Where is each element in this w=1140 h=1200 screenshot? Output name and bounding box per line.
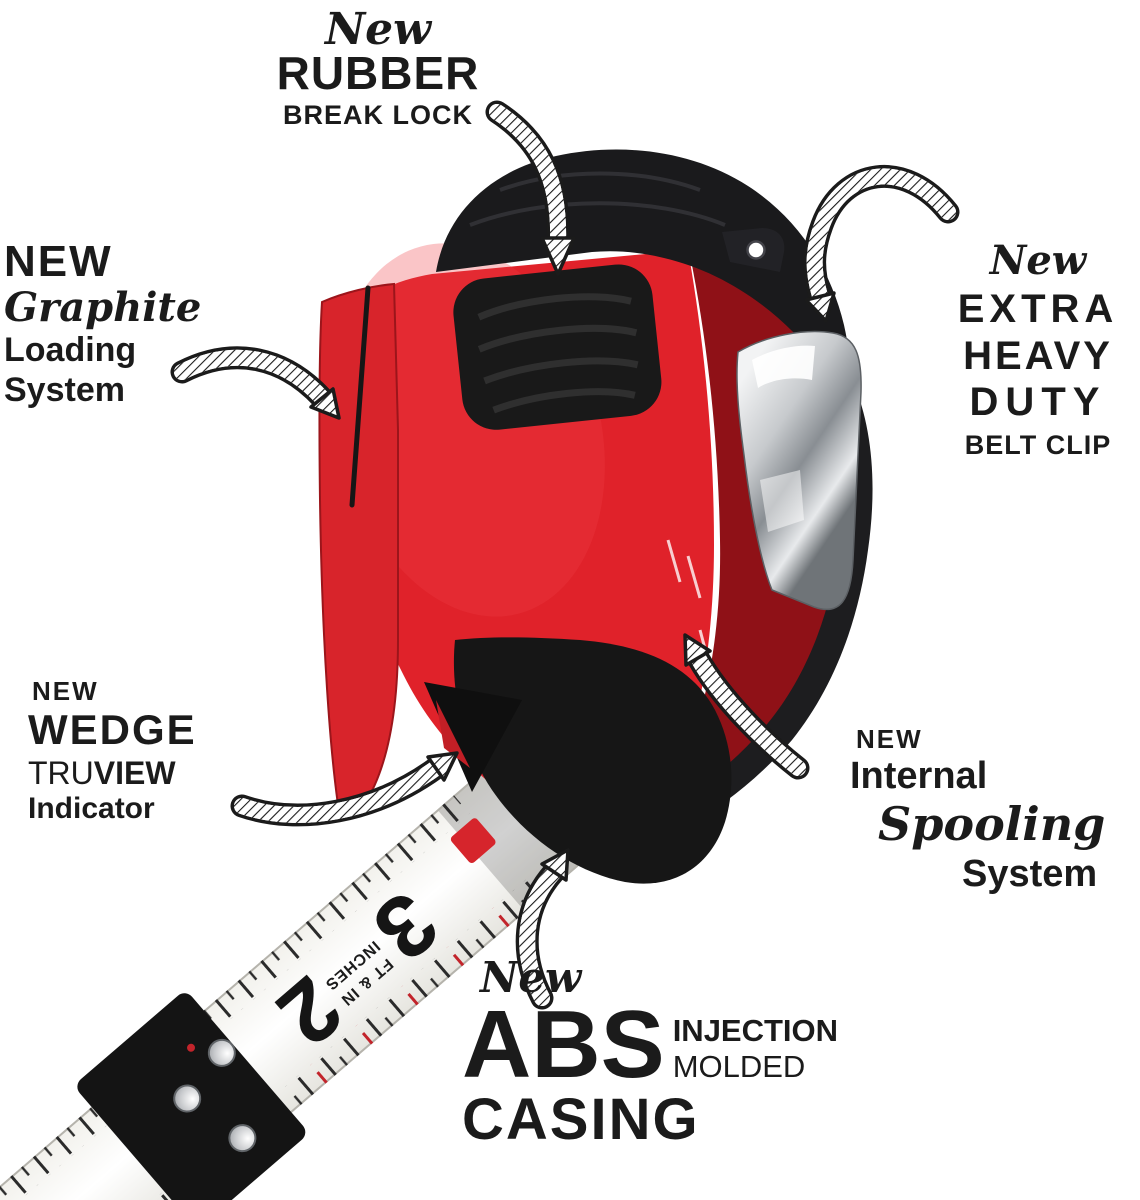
belt-clip-line-heavy: HEAVY: [963, 333, 1113, 378]
case-top-rubber: [436, 149, 851, 398]
callout-spooling: NEW Internal Spooling System: [850, 724, 1140, 896]
break-lock-subtitle: BREAK LOCK: [283, 100, 473, 131]
lanyard-hole: [746, 240, 766, 260]
case-bottom-boot: [453, 637, 732, 884]
top-rubber-ridge-1: [499, 171, 701, 192]
graphite-new-label: NEW: [4, 237, 113, 286]
callout-belt-clip: New EXTRA HEAVY DUTY BELT CLIP: [936, 237, 1140, 461]
break-lock-arrow-icon: [485, 100, 576, 276]
rivet-3: [228, 1124, 257, 1153]
spooling-script-label: Spooling: [878, 797, 1106, 852]
belt-clip-highlight: [752, 345, 815, 388]
abs-side-labels: INJECTION MOLDED: [673, 1013, 838, 1085]
break-lock-title: RUBBER: [276, 47, 480, 100]
wedge-red-accent: [436, 700, 470, 768]
wedge-view-label: VIEW: [93, 754, 176, 791]
abs-casing-label: CASING: [462, 1086, 700, 1152]
tape-blade: 3 2 FT & IN INCHES: [0, 763, 579, 1200]
blade-brand-mark: [450, 818, 496, 863]
top-rubber-ridge-2: [469, 201, 726, 227]
wedge-new-label: NEW: [32, 676, 99, 706]
graphite-arrow-icon: [170, 346, 341, 420]
abs-injection-label: INJECTION: [672, 1012, 839, 1048]
graphite-line-system: System: [4, 370, 125, 409]
callout-wedge: NEW WEDGE TRUVIEW Indicator: [28, 676, 243, 827]
belt-clip-subtitle: BELT CLIP: [964, 429, 1112, 460]
wedge-truview-notch: [424, 682, 522, 792]
graphite-script-label: Graphite: [4, 284, 202, 332]
graphite-line-loading: Loading: [4, 331, 137, 370]
belt-clip-line-extra: EXTRA: [957, 287, 1119, 332]
spooling-arrow-icon: [683, 633, 810, 780]
tape-case: [318, 149, 873, 884]
spooling-line-system: System: [962, 852, 1098, 895]
wedge-arrow-icon: [230, 751, 459, 827]
wedge-title: WEDGE: [28, 706, 197, 754]
spooling-line-internal: Internal: [850, 755, 988, 798]
break-lock-script-label: New: [324, 4, 432, 55]
rivet-1: [207, 1038, 236, 1067]
wedge-indicator-label: Indicator: [28, 791, 155, 825]
abs-molded-label: MOLDED: [672, 1048, 806, 1084]
rivet-2: [173, 1084, 202, 1113]
abs-arrow-icon: [515, 848, 570, 1010]
rivet-accent-dot: [187, 1043, 196, 1052]
abs-title-row: ABS INJECTION MOLDED: [462, 990, 892, 1098]
belt-clip-sheen: [760, 470, 804, 532]
spooling-new-label: NEW: [856, 724, 923, 754]
wedge-tru-label: TRU: [28, 754, 94, 791]
callout-graphite: NEW Graphite Loading System: [4, 236, 202, 410]
belt-clip: [736, 330, 862, 611]
belt-clip-script-label: New: [989, 237, 1087, 284]
callout-abs-casing: New ABS INJECTION MOLDED CASING: [462, 953, 892, 1153]
belt-clip-line-duty: DUTY: [969, 380, 1107, 425]
belt-clip-arrow-icon: [803, 165, 960, 323]
abs-big-label: ABS: [462, 990, 665, 1098]
abs-script-label: New: [480, 953, 582, 1002]
graphite-rod: [349, 285, 371, 508]
wedge-truview-line: TRUVIEW: [28, 755, 243, 792]
break-lock-button: [453, 264, 662, 430]
callout-arrows: [170, 100, 960, 1010]
callout-break-lock: New RUBBER BREAK LOCK: [256, 4, 500, 132]
graphite-loading-fin: [318, 282, 399, 820]
